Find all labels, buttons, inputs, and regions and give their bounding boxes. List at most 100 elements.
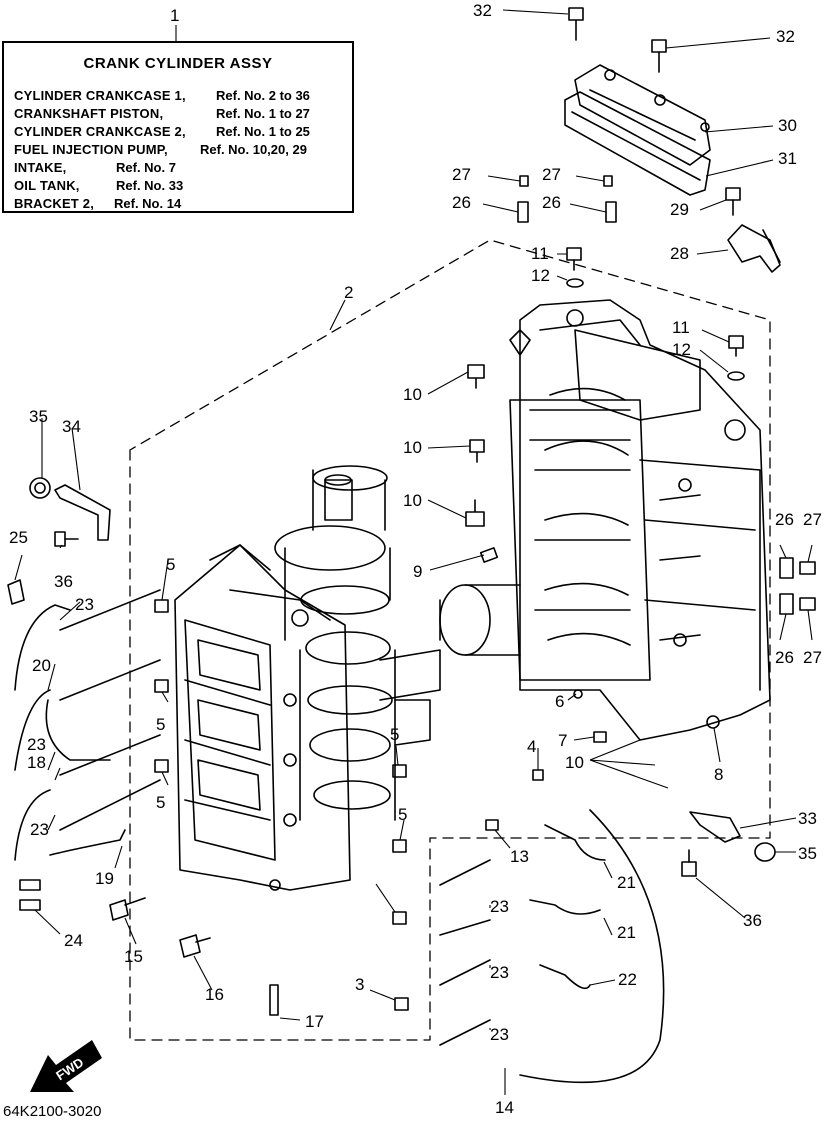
legend-row-ref: Ref. No. 14 xyxy=(114,196,182,211)
bolt-15 xyxy=(109,897,146,921)
callout-3: 3 xyxy=(355,975,364,994)
plug-4 xyxy=(532,769,544,781)
callout-13: 13 xyxy=(510,847,529,866)
legend-row-name: CRANKSHAFT PISTON, xyxy=(14,106,164,121)
legend-title: CRANK CYLINDER ASSY xyxy=(83,55,273,72)
legend-row-ref: Ref. No. 33 xyxy=(116,178,184,193)
bolt-29 xyxy=(725,187,741,216)
callout-12-lower: 12 xyxy=(672,340,691,359)
callout-5-a: 5 xyxy=(166,555,175,574)
callout-34: 34 xyxy=(62,417,81,436)
pads-24 xyxy=(19,879,41,911)
callout-23-f: 23 xyxy=(490,1025,509,1044)
callout-21-a: 21 xyxy=(617,873,636,892)
callout-23-a: 23 xyxy=(75,595,94,614)
screw-27-side-upper xyxy=(799,561,816,575)
callout-26-right: 26 xyxy=(542,193,561,212)
callout-30: 30 xyxy=(778,116,797,135)
fitting-5-b xyxy=(154,679,169,693)
callout-32-right: 32 xyxy=(776,27,795,46)
cylinder-crankcase-2 xyxy=(174,544,351,891)
callout-20: 20 xyxy=(32,656,51,675)
callout-10-d: 10 xyxy=(565,753,584,772)
hoses-right xyxy=(439,809,665,1084)
legend-row-name: BRACKET 2, xyxy=(14,196,95,211)
callout-27-left: 27 xyxy=(452,165,471,184)
cylinder-head-cover xyxy=(574,64,711,166)
fitting-10-a xyxy=(467,364,485,389)
callout-25: 25 xyxy=(9,528,28,547)
oil-tank-33 xyxy=(689,811,741,843)
oil-tank-34 xyxy=(54,484,111,541)
legend-row-ref: Ref. No. 7 xyxy=(116,160,176,175)
cylinder-crankcase xyxy=(509,299,771,741)
callout-23-b: 23 xyxy=(27,735,46,754)
callout-4: 4 xyxy=(527,737,536,756)
callout-22: 22 xyxy=(618,970,637,989)
callout-35-right: 35 xyxy=(798,844,817,863)
clip-26-left xyxy=(517,201,529,223)
callout-12-upper: 12 xyxy=(531,266,550,285)
callout-10-b: 10 xyxy=(403,438,422,457)
callout-5-b: 5 xyxy=(156,715,165,734)
fitting-3 xyxy=(394,997,409,1011)
callout-10-a: 10 xyxy=(403,385,422,404)
bolt-32-right xyxy=(651,39,667,73)
screw-27-side-lower xyxy=(799,597,816,611)
clip-26-right xyxy=(605,201,617,223)
fitting-5-c xyxy=(154,759,169,773)
callout-6: 6 xyxy=(555,692,564,711)
hose-set-left xyxy=(14,589,161,861)
plug-11-upper xyxy=(566,247,582,271)
stud-17 xyxy=(269,984,279,1016)
callout-21-b: 21 xyxy=(617,923,636,942)
piston xyxy=(439,584,521,656)
assembly-boundary-dashed xyxy=(129,239,771,1041)
callout-14: 14 xyxy=(495,1098,514,1117)
callout-23-c: 23 xyxy=(30,820,49,839)
callout-11-lower: 11 xyxy=(672,318,690,337)
legend-row-name: OIL TANK, xyxy=(14,178,80,193)
callout-23-e: 23 xyxy=(490,963,509,982)
callout-numbers: 32 32 30 31 27 27 26 26 29 28 11 12 2 11… xyxy=(9,1,822,1117)
cap-35-left xyxy=(29,477,51,499)
callout-35-left: 35 xyxy=(29,407,48,426)
fitting-10-b xyxy=(469,439,485,463)
callout-26-side-upper: 26 xyxy=(775,510,794,529)
callout-36-right: 36 xyxy=(743,911,762,930)
callout-27-side-lower: 27 xyxy=(803,648,822,667)
bolt-36-left xyxy=(54,531,79,547)
callout-10-c: 10 xyxy=(403,491,422,510)
washer-12-lower xyxy=(727,371,745,381)
plug-8 xyxy=(706,715,720,729)
clip-26-side-upper xyxy=(779,557,794,579)
fitting-5-a xyxy=(154,599,169,613)
legend-row-name: CYLINDER CRANKCASE 1, xyxy=(14,88,186,103)
plug-7 xyxy=(593,731,607,743)
legend-row-ref: Ref. No. 10,20, 29 xyxy=(200,142,307,157)
legend-number: 1 xyxy=(170,6,180,25)
bolt-32-top xyxy=(568,7,584,41)
fitting-9 xyxy=(479,547,499,563)
screw-27-left xyxy=(519,175,529,187)
callout-27-side-upper: 27 xyxy=(803,510,822,529)
cap-35-right xyxy=(754,842,776,862)
fitting-5-e xyxy=(392,839,407,853)
callout-17: 17 xyxy=(305,1012,324,1031)
legend-row-name: INTAKE, xyxy=(14,160,67,175)
bracket-28 xyxy=(727,224,781,273)
washer-12-upper xyxy=(566,278,584,288)
legend-row-name: CYLINDER CRANKCASE 2, xyxy=(14,124,186,139)
callout-29: 29 xyxy=(670,200,689,219)
callout-15: 15 xyxy=(124,947,143,966)
callout-33: 33 xyxy=(798,809,817,828)
callout-7: 7 xyxy=(558,731,567,750)
callout-32-top: 32 xyxy=(473,1,492,20)
screw-27-right xyxy=(603,175,613,187)
callout-36-left: 36 xyxy=(54,572,73,591)
legend-row-ref: Ref. No. 1 to 25 xyxy=(216,124,310,139)
fitting-10-c xyxy=(465,499,485,527)
bolt-16 xyxy=(179,934,211,958)
